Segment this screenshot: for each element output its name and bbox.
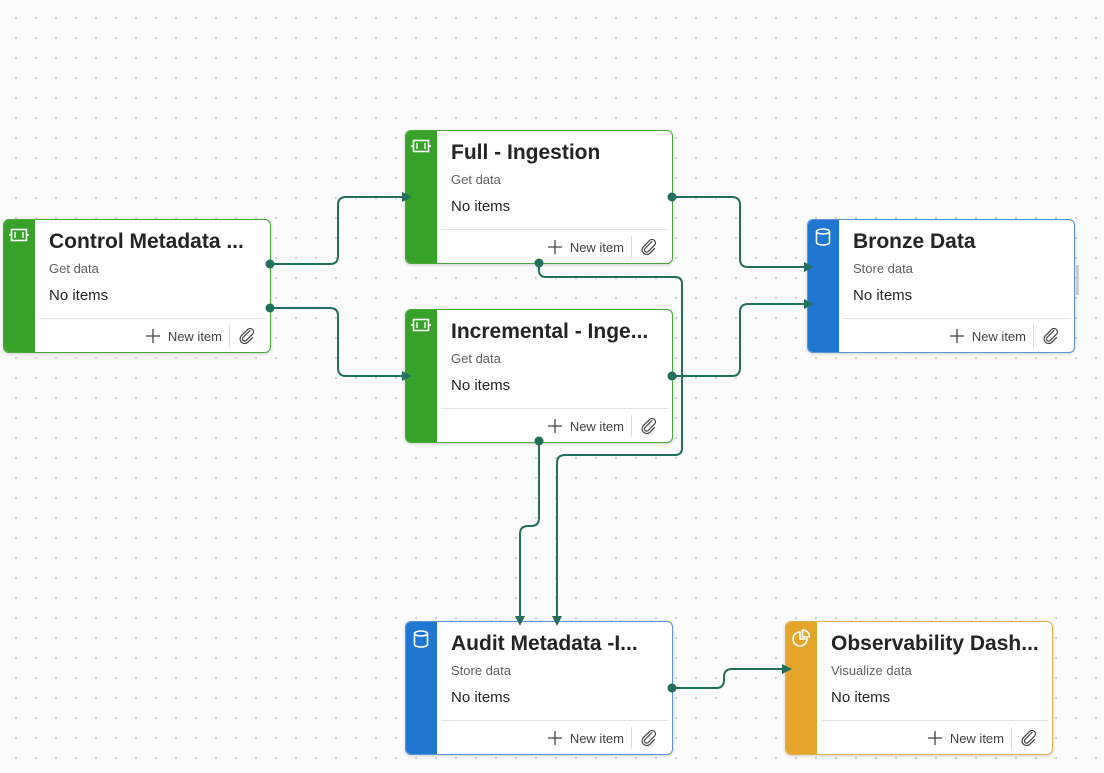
footer-divider [229,325,230,347]
attach-icon[interactable] [1042,327,1060,345]
plus-icon [949,329,964,343]
footer-divider [631,415,632,437]
plus-icon [547,240,562,254]
node-footer: New item [843,318,1070,353]
edge-incremental-to-audit[interactable] [515,441,540,626]
node-status: No items [853,287,913,304]
node-full-ingestion[interactable]: Full - Ingestion Get data No items New i… [405,130,673,264]
node-subtitle: Get data [451,351,501,366]
new-item-button[interactable]: New item [145,325,222,347]
footer-divider [631,236,632,258]
new-item-button[interactable]: New item [927,727,1004,749]
database-icon [413,630,429,648]
plus-icon [145,329,160,343]
pipeline-icon [9,228,29,242]
attach-icon[interactable] [1020,729,1038,747]
attach-icon[interactable] [238,327,256,345]
new-item-label: New item [971,328,1026,344]
node-subtitle: Store data [451,663,511,678]
node-accent-bar [808,220,839,352]
edge-incremental-to-bronze[interactable] [672,299,814,377]
node-bronze-data[interactable]: Bronze Data Store data No items New item [807,219,1075,353]
plus-icon [547,731,562,745]
new-item-label: New item [569,239,624,255]
node-status: No items [451,377,511,394]
node-status: No items [451,198,511,215]
plus-icon [927,731,942,745]
node-title: Control Metadata ... [49,230,244,253]
node-accent-bar [406,310,437,442]
node-accent-bar [406,622,437,754]
edge-full-to-bronze[interactable] [672,196,814,272]
attach-icon[interactable] [640,417,658,435]
node-title: Full - Ingestion [451,141,601,164]
edge-audit-to-observability[interactable] [672,664,792,689]
node-subtitle: Get data [451,172,501,187]
pie-chart-icon [792,629,811,647]
new-item-label: New item [569,730,624,746]
attach-icon[interactable] [640,729,658,747]
node-accent-bar [786,622,817,754]
node-title: Audit Metadata -I... [451,632,638,655]
node-subtitle: Get data [49,261,99,276]
node-footer: New item [441,720,668,755]
node-title: Bronze Data [853,230,976,253]
node-accent-bar [406,131,437,263]
node-footer: New item [39,318,266,353]
scroll-indicator[interactable] [1076,265,1079,295]
new-item-button[interactable]: New item [949,325,1026,347]
node-audit-metadata[interactable]: Audit Metadata -I... Store data No items… [405,621,673,755]
node-control-metadata[interactable]: Control Metadata ... Get data No items N… [3,219,271,353]
plus-icon [547,419,562,433]
node-status: No items [49,287,109,304]
new-item-label: New item [569,418,624,434]
node-status: No items [451,689,511,706]
edge-control-to-incremental[interactable] [270,307,412,381]
node-incremental-ingestion[interactable]: Incremental - Inge... Get data No items … [405,309,673,443]
pipeline-icon [411,318,431,332]
node-footer: New item [441,408,668,443]
node-status: No items [831,689,891,706]
node-footer: New item [821,720,1048,755]
footer-divider [1011,727,1012,749]
new-item-button[interactable]: New item [547,236,624,258]
node-title: Incremental - Inge... [451,320,649,343]
new-item-button[interactable]: New item [547,415,624,437]
node-title: Observability Dash... [831,632,1039,655]
new-item-button[interactable]: New item [547,727,624,749]
new-item-label: New item [167,328,222,344]
node-footer: New item [441,229,668,264]
database-icon [815,228,831,246]
footer-divider [631,727,632,749]
pipeline-icon [411,139,431,153]
new-item-label: New item [949,730,1004,746]
attach-icon[interactable] [640,238,658,256]
node-subtitle: Store data [853,261,913,276]
footer-divider [1033,325,1034,347]
node-observability-dashboard[interactable]: Observability Dash... Visualize data No … [785,621,1053,755]
node-accent-bar [4,220,35,352]
node-subtitle: Visualize data [831,663,912,678]
edge-control-to-full[interactable] [270,192,412,265]
